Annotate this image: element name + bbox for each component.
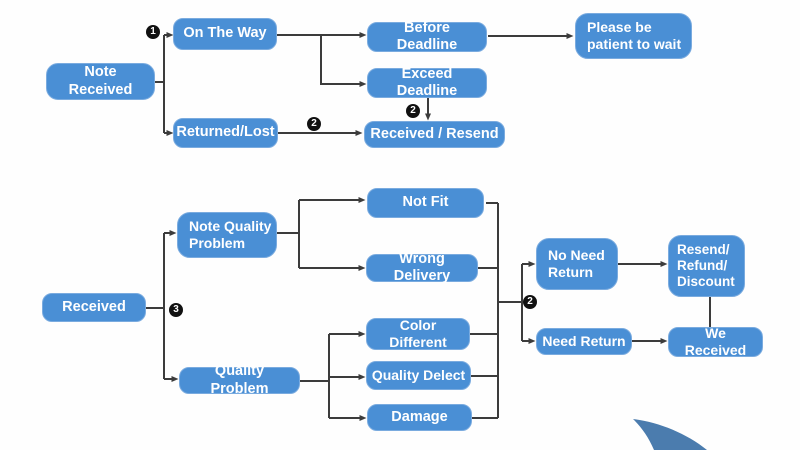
step-2-badge-returned-lost: 2 — [307, 117, 321, 131]
node-returned-lost: Returned/Lost — [173, 118, 278, 148]
node-exceed-deadline: Exceed Deadline — [367, 66, 487, 99]
node-not-fit: Not Fit — [367, 188, 484, 218]
node-no-need-return: No Need Return — [536, 238, 618, 290]
node-damage: Damage — [367, 404, 472, 431]
node-please-be-patient: Please be patient to wait — [575, 13, 692, 59]
node-quality-delect: Quality Delect — [366, 361, 471, 390]
node-before-deadline: Before Deadline — [367, 20, 487, 53]
node-note-quality-problem: Note Quality Problem — [177, 212, 277, 258]
swoosh-decoration — [633, 419, 707, 450]
node-we-received: We Received — [668, 325, 763, 358]
node-wrong-delivery: Wrong Delivery — [366, 251, 478, 284]
node-received-resend: Received / Resend — [364, 121, 505, 148]
step-2-badge-return-branch: 2 — [523, 295, 537, 309]
node-quality-problem: Quality Problem — [179, 363, 300, 397]
node-color-different: Color Different — [366, 317, 470, 350]
node-resend-refund-discount: Resend/ Refund/ Discount — [668, 235, 745, 297]
node-on-the-way: On The Way — [173, 18, 277, 50]
step-3-badge: 3 — [169, 303, 183, 317]
flow-arrows — [146, 32, 711, 421]
node-note-received: Note Received — [46, 63, 155, 100]
node-received: Received — [42, 293, 146, 322]
node-need-return: Need Return — [536, 328, 632, 355]
step-2-badge-exceed-deadline: 2 — [406, 104, 420, 118]
step-1-badge: 1 — [146, 25, 160, 39]
